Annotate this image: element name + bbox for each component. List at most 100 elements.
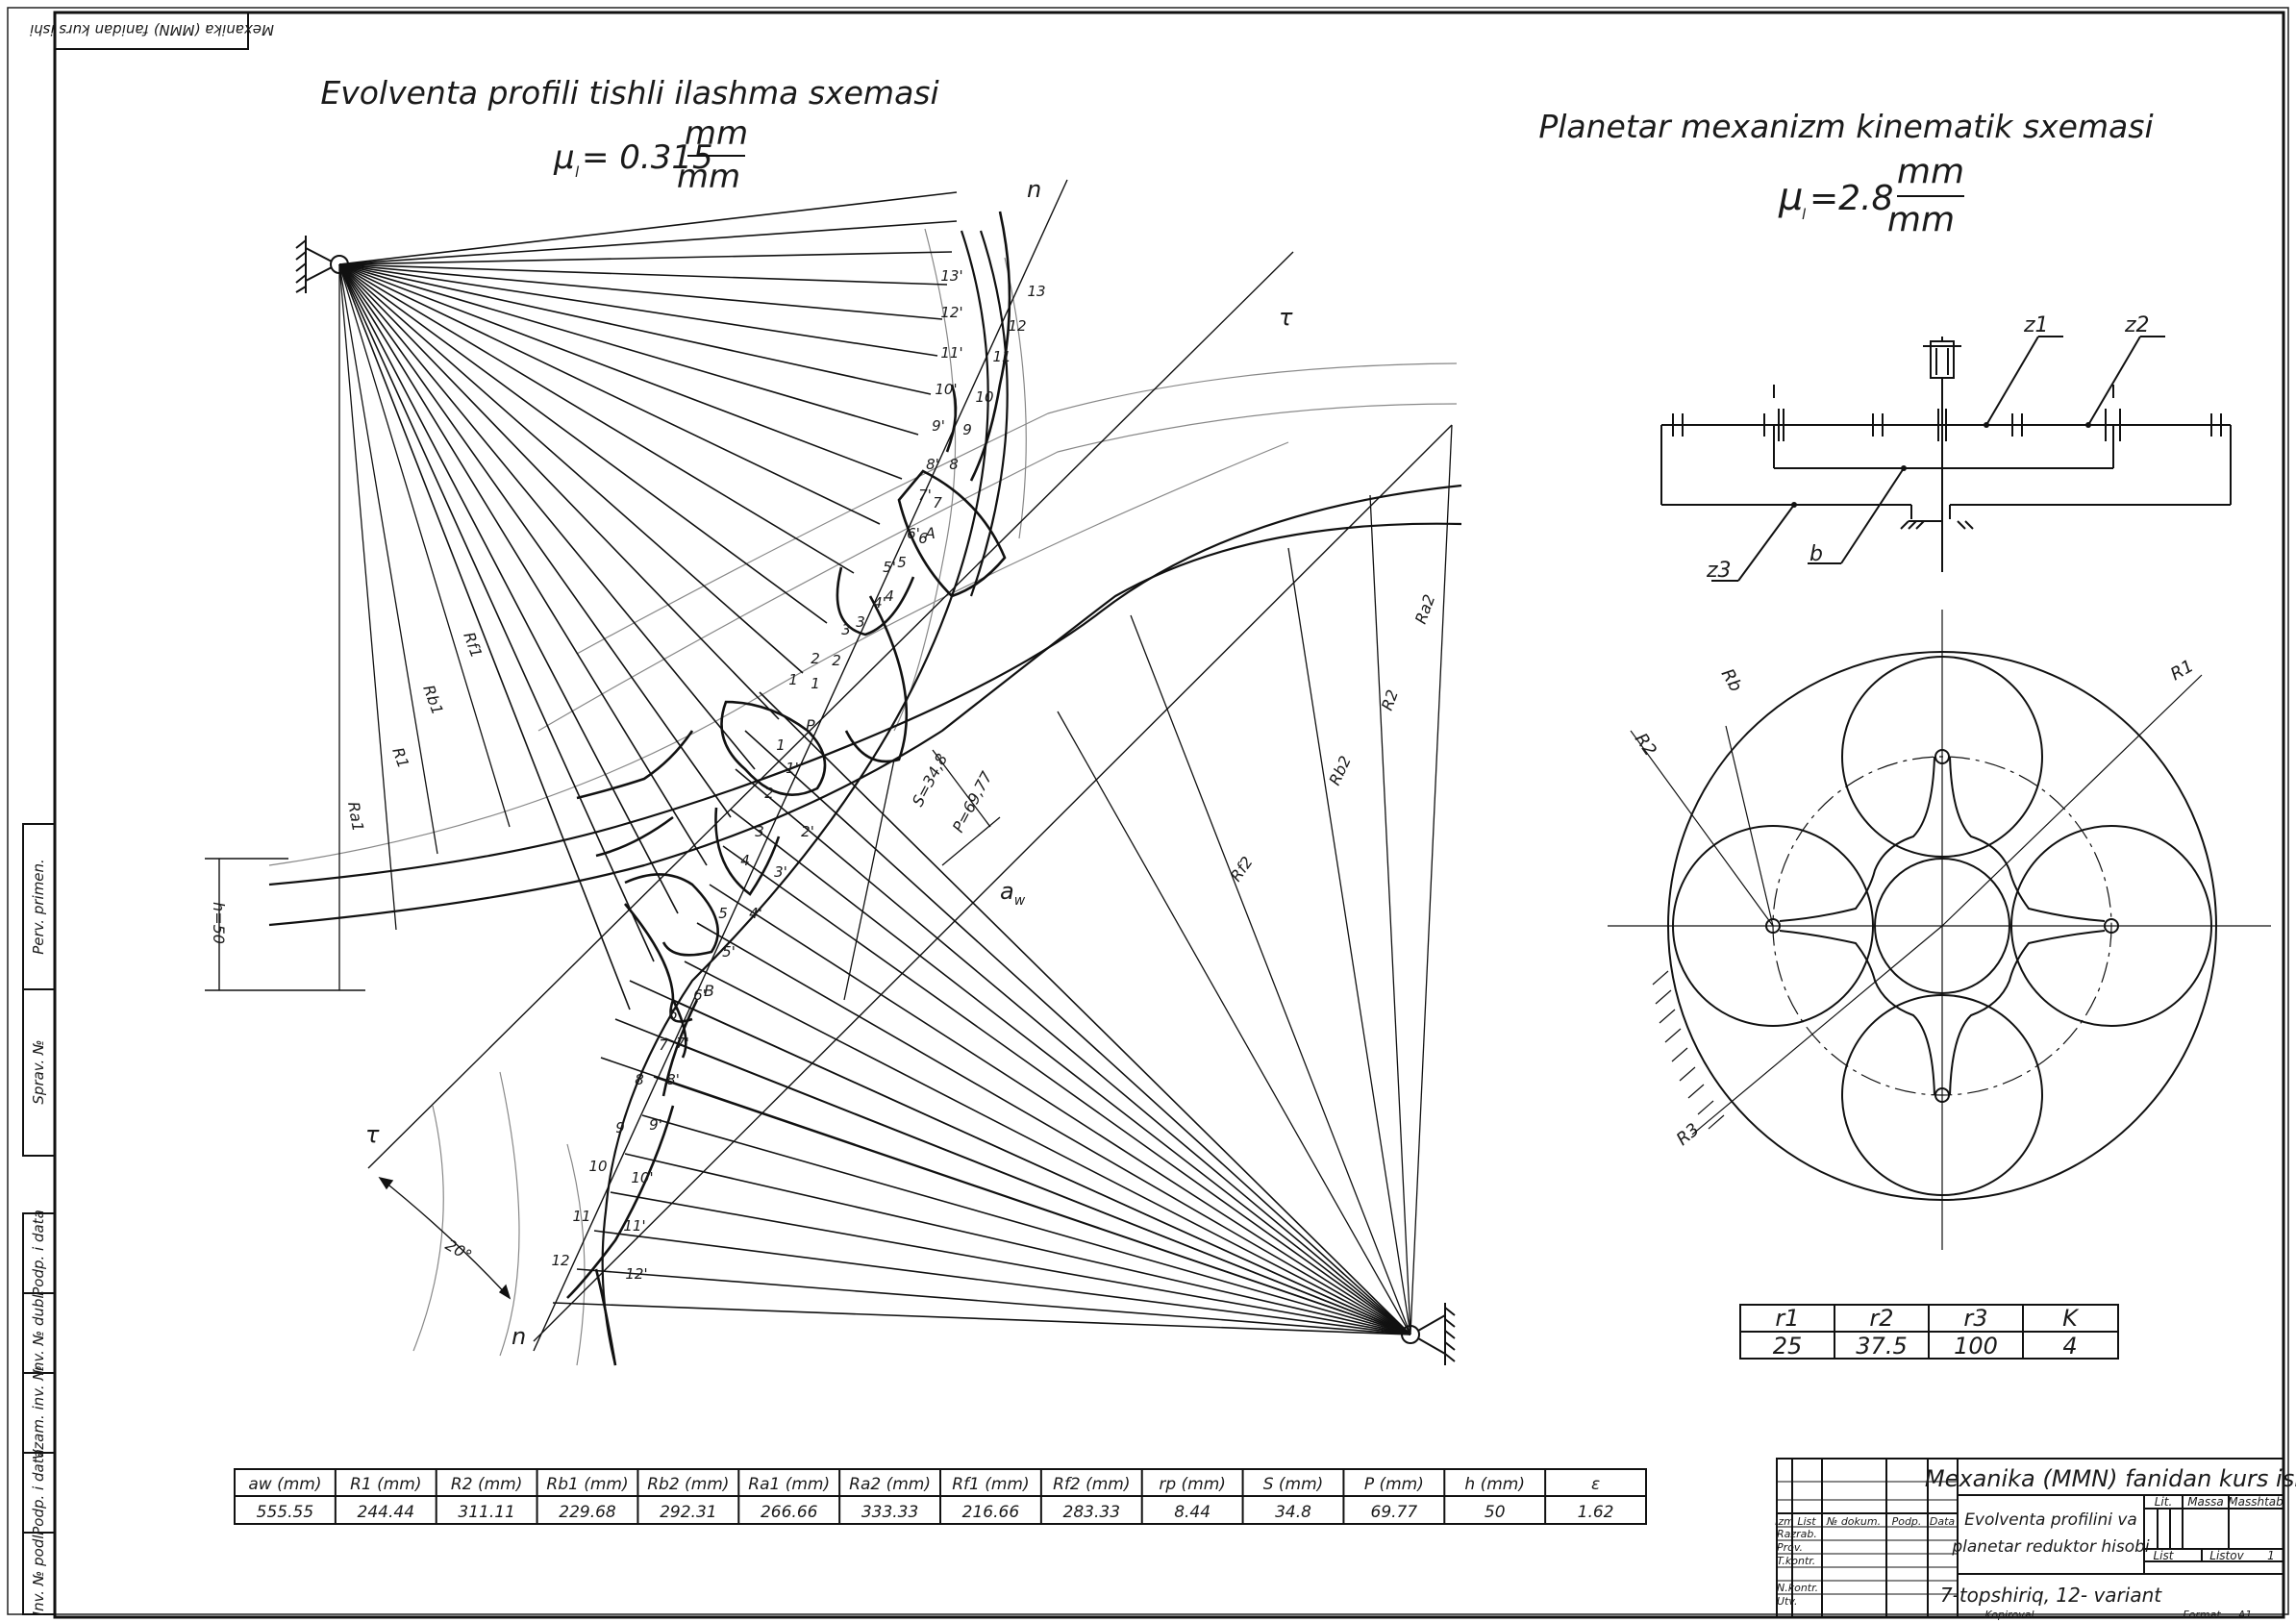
gear-thin-arcs [268, 228, 1458, 1366]
tb-role: Utv. [1777, 1595, 1797, 1608]
gear2-ray [709, 884, 1411, 1335]
params-table-header: P (mm) [1364, 1475, 1424, 1494]
gear1-ray [338, 263, 932, 395]
upper-mark-13: 1 [788, 671, 798, 688]
gear-scale-symbol: μ [553, 138, 575, 177]
tb-role: T.kontr. [1777, 1555, 1815, 1567]
gear2-ray [629, 980, 1411, 1335]
lower-mark-5: 5' [722, 943, 736, 961]
gear1-ray [338, 263, 804, 674]
outer-border [7, 7, 2289, 1615]
z2-label: z2 [2124, 313, 2150, 337]
planetary-scale-unit-num: mm [1897, 152, 1964, 191]
pressure-angle-label: 20° [442, 1235, 475, 1265]
lower-left-mark-12: 12 [551, 1252, 569, 1269]
lower-left-mark-9: 9 [615, 1119, 625, 1136]
gear1-ray [338, 263, 708, 866]
upper-right-mark-5: 9 [962, 421, 972, 438]
tb-doc-line2: planetar reduktor hisobi [1951, 1537, 2150, 1557]
lower-mark-2: 2' [801, 823, 814, 840]
lower-mark-4: 4' [749, 905, 762, 922]
radius-table-header: r3 [1963, 1305, 1987, 1332]
kinematic-scheme [1660, 336, 2232, 582]
gear2-ray [576, 1268, 1411, 1335]
tb-kopiroval: Kopiroval [1984, 1609, 2034, 1621]
lower-left-mark-11: 11 [572, 1208, 590, 1225]
lower-left-mark-2: 2 [764, 785, 774, 802]
upper-mark-6: 8' [926, 456, 939, 473]
gear-tooth-profiles [566, 211, 1011, 1366]
tau-label-top: τ [1279, 304, 1293, 331]
params-table-value: 244.44 [358, 1503, 414, 1522]
gear2-center [1401, 1303, 1456, 1365]
rb1-label: Rb1 [419, 683, 447, 717]
gear1-ray [338, 263, 903, 480]
gear-scale: μ l = 0.315 mm mm [553, 114, 748, 196]
upper-mark-1: 13' [940, 267, 962, 285]
gear2-ray [730, 809, 1411, 1335]
gear2-rays [552, 691, 1411, 1335]
radius-table-header: r2 [1869, 1305, 1893, 1332]
title-block [1776, 1458, 2284, 1618]
tau-label-bottom: τ [365, 1121, 380, 1148]
lower-left-mark-6: 6 [668, 1006, 678, 1023]
upper-mark-8: 6' [907, 525, 920, 542]
upper-right-mark-6: 8 [949, 456, 959, 473]
params-table-header: Ra1 (mm) [748, 1475, 830, 1494]
gear1-ray [338, 263, 943, 320]
radius-table-header: K [2062, 1305, 2080, 1332]
tb-masshtab: Masshtab [2228, 1495, 2284, 1509]
gear2-ray [684, 961, 1411, 1335]
side-strip [22, 823, 56, 1615]
pole-label: P [806, 716, 815, 735]
tb-roles: Razrab.Prov.T.kontr.N.kontr.Utv. [1777, 1528, 1818, 1608]
gear1-ray [338, 263, 732, 818]
radius-table-value: 25 [1773, 1333, 1803, 1360]
tb-col-header: Data [1930, 1515, 1956, 1528]
gear1-ray [338, 191, 958, 265]
tb-task: 7-topshiriq, 12- variant [1940, 1584, 2162, 1607]
gear2-radius-lines [1057, 424, 1453, 1335]
tb-role: Razrab. [1777, 1528, 1817, 1540]
tb-col-header: Izm [1775, 1515, 1794, 1528]
params-table-value: 283.33 [1063, 1503, 1120, 1522]
params-table-value: 34.8 [1275, 1503, 1311, 1522]
planetary-scale-unit-den: mm [1887, 200, 1955, 239]
h-dimension-label: h=50 [210, 902, 228, 944]
radius-table-header: r1 [1775, 1305, 1799, 1332]
params-table-header: h (mm) [1464, 1475, 1525, 1494]
params-table-header: Rf1 (mm) [952, 1475, 1029, 1494]
ra2-label: Ra2 [1411, 592, 1438, 627]
upper-right-mark-3: 11 [992, 348, 1011, 365]
params-table-value: 333.33 [861, 1503, 918, 1522]
params-table-grid [334, 1469, 1547, 1524]
tb-lit: Lit. [2155, 1495, 2173, 1509]
upper-mark-labels: 13'12'11'10'9'8'7'6'5'4'3211312111098765… [788, 267, 1045, 692]
planetary-gear-drawing [1608, 610, 2271, 1250]
gear2-ray [610, 1191, 1411, 1335]
upper-right-mark-2: 12 [1008, 317, 1026, 335]
lower-left-mark-8: 8 [635, 1071, 644, 1088]
gear1-ray [338, 263, 919, 436]
tb-role: Prov. [1777, 1541, 1803, 1554]
s-label: S=34,8 [909, 751, 952, 810]
gear-scheme-title: Evolventa profili tishli ilashma sxemasi [320, 74, 938, 112]
tb-doc-line1: Evolventa profilini va [1964, 1510, 2137, 1530]
side-strip-label-5: Vzam. inv. № [30, 1365, 47, 1460]
lower-mark-12: 12' [625, 1265, 647, 1283]
aw-label: aw [1000, 878, 1026, 909]
lower-left-mark-5: 5 [718, 905, 728, 922]
params-table-header: Ra2 (mm) [849, 1475, 931, 1494]
rf2-label: Rf2 [1227, 853, 1257, 885]
point-b-label: B [704, 982, 714, 1000]
side-strip-label-6: Podp. i data [30, 1449, 47, 1535]
upper-right-mark-4: 10 [975, 388, 993, 406]
z3-label: z3 [1706, 559, 1732, 583]
lower-mark-3: 3' [774, 863, 787, 881]
params-table-value: 50 [1485, 1503, 1506, 1522]
gear-main-arcs [268, 230, 1462, 1366]
side-strip-label-3: Podp. i data [30, 1210, 47, 1296]
corner-stamp-box [54, 12, 249, 50]
gear2-ray [641, 1114, 1411, 1335]
params-table-header: ε [1591, 1475, 1600, 1494]
